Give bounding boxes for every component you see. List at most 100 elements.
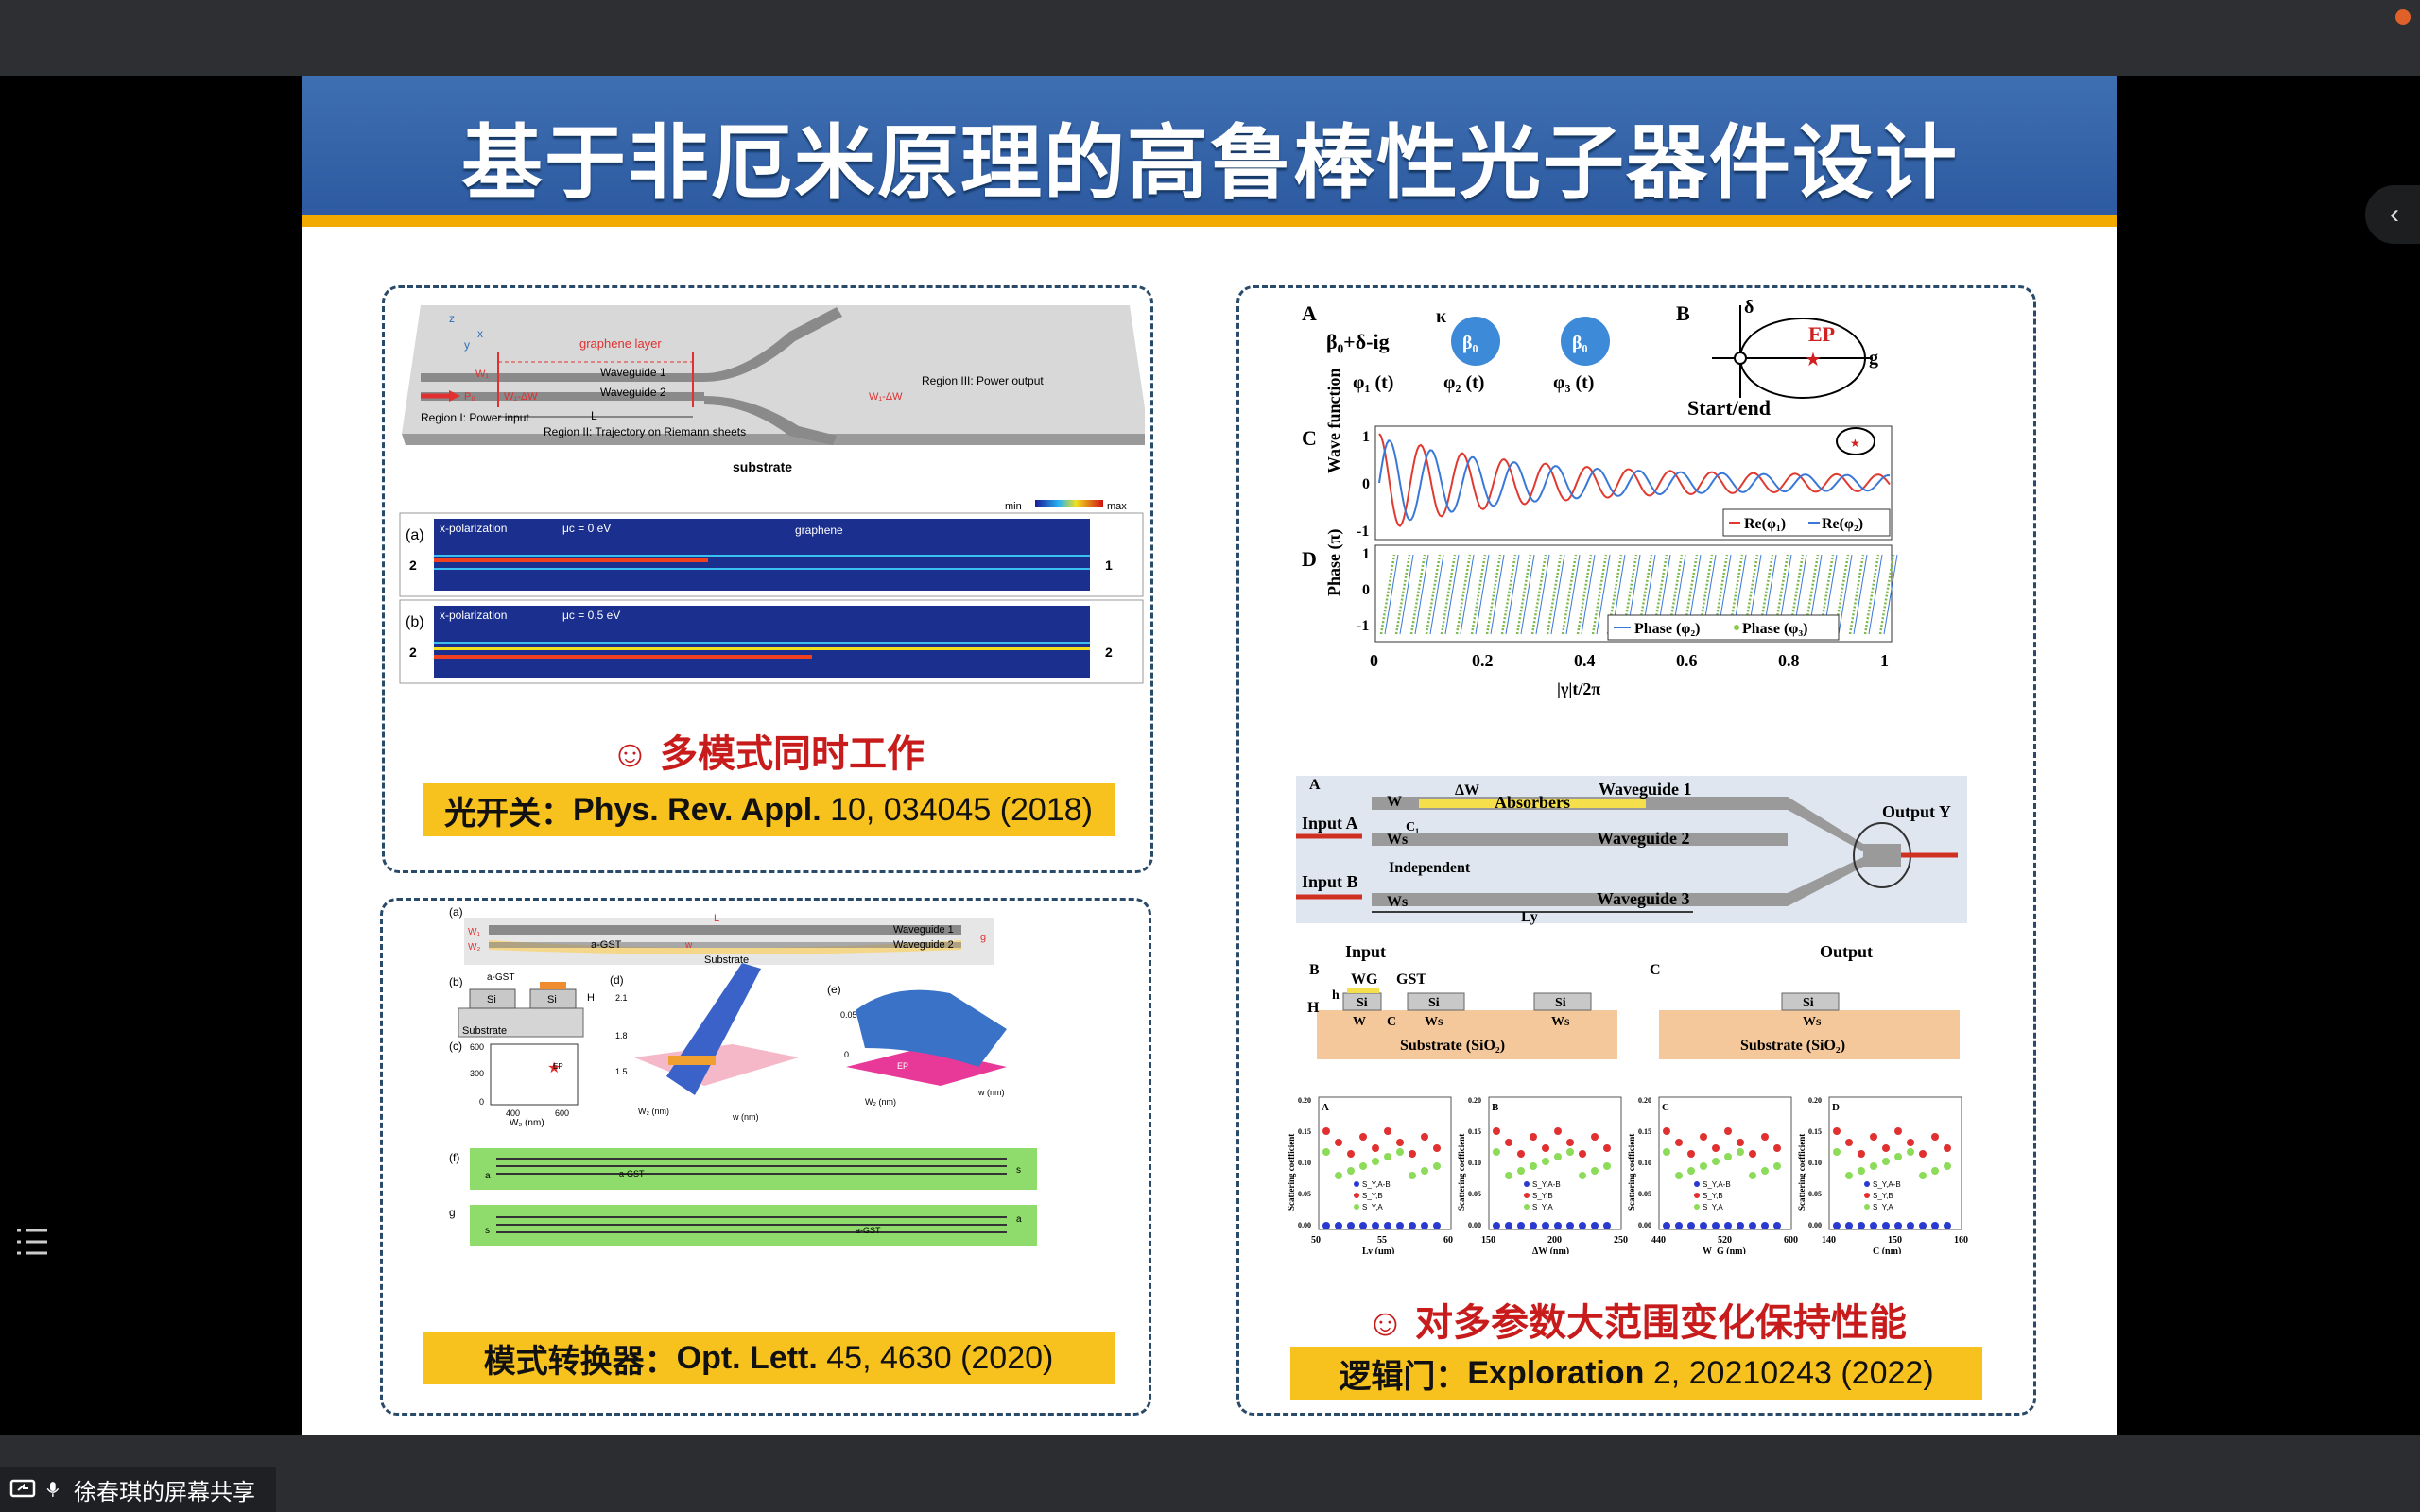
logic-gate-structure-figure: A W ΔW C₁ Ws Ws Absorbers Waveguide 1 Wa…	[1296, 776, 1967, 1059]
scatter-legend-label: S_Y,A-B	[1873, 1180, 1901, 1189]
scatter-y-tick: 0.15	[1468, 1127, 1481, 1136]
meeting-bottom-bar	[0, 1435, 2420, 1512]
bl-f-mode-a: a	[485, 1171, 491, 1181]
microphone-icon	[46, 1482, 60, 1497]
scatter-point-sb	[1603, 1144, 1611, 1152]
site3-label: β₀	[1572, 333, 1588, 353]
scatter-point-sa	[1931, 1167, 1939, 1175]
colorbar-min-label: min	[1005, 501, 1022, 512]
bl-c-x400: 400	[506, 1108, 520, 1118]
bl-h-label: H	[587, 992, 595, 1004]
ly-label: Ly	[1521, 909, 1538, 925]
scatter-point-sab	[1359, 1222, 1367, 1229]
scatter-point-sa	[1530, 1162, 1537, 1170]
delta-label: δ	[1744, 297, 1754, 318]
phase-trace	[1535, 554, 1550, 635]
scatter-point-sab	[1396, 1222, 1404, 1229]
wf-legend-2: Re(φ₂)	[1822, 516, 1863, 532]
wf-legend-1: Re(φ₁)	[1744, 516, 1786, 532]
scatter-point-sb	[1749, 1150, 1756, 1158]
scatter-point-sa	[1591, 1167, 1599, 1175]
scatter-point-sab	[1944, 1222, 1951, 1229]
scatter-point-sab	[1542, 1222, 1549, 1229]
scatter-point-sa	[1603, 1162, 1611, 1170]
list-icon[interactable]	[13, 1225, 51, 1259]
scatter-x-tick: 250	[1614, 1235, 1628, 1246]
scatter-x-tick: 60	[1443, 1235, 1453, 1246]
scatter-point-sab	[1737, 1222, 1744, 1229]
bl-g-mode-a: a	[1016, 1214, 1022, 1225]
phase-trace	[1440, 554, 1457, 635]
region3-label: Region III: Power output	[922, 374, 1044, 387]
chevron-left-icon: ‹	[2390, 198, 2399, 230]
phase-trace	[1576, 554, 1593, 635]
ep-star-icon: ★	[1805, 350, 1822, 370]
caption-ref: 45, 4630 (2020)	[817, 1339, 1054, 1376]
scatter-point-sa	[1761, 1167, 1769, 1175]
caption-ref: 2, 20210243 (2022)	[1644, 1354, 1934, 1391]
scatter-y-tick: 0.15	[1808, 1127, 1822, 1136]
mid-w-b-label: W	[1353, 1015, 1366, 1029]
time-xlabel: |γ|t/2π	[1557, 679, 1600, 698]
scatter-point-sab	[1894, 1222, 1902, 1229]
scatter-legend-marker	[1354, 1204, 1359, 1210]
scatter-point-sb	[1347, 1150, 1355, 1158]
recording-indicator-icon	[2395, 9, 2411, 25]
scatter-legend-marker	[1864, 1181, 1870, 1187]
mid-wg3-label: Waveguide 3	[1597, 889, 1690, 908]
ph-y1: 1	[1362, 546, 1370, 562]
mid-ws2-label: Ws	[1387, 894, 1408, 910]
bl-e-label: (e)	[827, 983, 841, 996]
scatter-point-sab	[1335, 1222, 1342, 1229]
wf-ylabel: Wave function	[1324, 368, 1343, 473]
phase-trace	[1425, 554, 1442, 635]
screen-share-label: 徐春琪的屏幕共享	[74, 1479, 255, 1505]
scatter-point-sb	[1505, 1139, 1512, 1146]
scatter-legend-label: S_Y,A-B	[1532, 1180, 1561, 1189]
length-l-label: L	[591, 409, 597, 422]
graphene-layer-label: graphene layer	[579, 336, 662, 351]
scatter-point-sa	[1858, 1167, 1865, 1175]
scatter-point-sa	[1421, 1167, 1428, 1175]
scatter-legend-label: S_Y,B	[1703, 1192, 1723, 1200]
scatter-point-sa	[1773, 1162, 1781, 1170]
caption-ref: 10, 034045 (2018)	[821, 791, 1093, 828]
region2-label: Region II: Trajectory on Riemann sheets	[544, 425, 746, 438]
scatter-ylabel: Scattering coefficient	[1627, 1134, 1636, 1211]
bl-g-label: g	[980, 932, 986, 943]
mid-ws-b-label: Ws	[1425, 1015, 1443, 1029]
scatter-x-tick: 55	[1377, 1235, 1387, 1246]
phase-trace	[1455, 554, 1472, 635]
axis-y-label: y	[464, 338, 470, 352]
scatter-frame	[1488, 1096, 1622, 1230]
scatter-legend-marker	[1524, 1193, 1530, 1198]
scatter-point-sab	[1493, 1222, 1500, 1229]
x-tick-label: 0.6	[1676, 651, 1698, 670]
scatter-ylabel: Scattering coefficient	[1287, 1134, 1296, 1211]
mid-si-c-label: Si	[1803, 996, 1814, 1010]
scatter-xlabel: Ly (μm)	[1362, 1246, 1394, 1254]
scatter-point-sb	[1396, 1139, 1404, 1146]
caption-journal: Exploration	[1467, 1354, 1645, 1391]
mid-a-label: A	[1309, 777, 1321, 793]
side-panel-toggle-button[interactable]: ‹	[2365, 185, 2420, 244]
wf-ym1: -1	[1357, 524, 1369, 540]
scatter-point-sa	[1737, 1148, 1744, 1156]
scatter-y-tick: 0.20	[1808, 1096, 1822, 1105]
scatter-panel-label: D	[1832, 1102, 1840, 1113]
mid-w-label: W	[1387, 794, 1402, 810]
bl-substrate-b-label: Substrate	[462, 1025, 507, 1037]
scatter-point-sb	[1700, 1133, 1707, 1141]
phase-trace	[1485, 554, 1502, 635]
x-tick-label: 1	[1880, 651, 1889, 670]
scatter-point-sab	[1724, 1222, 1732, 1229]
bl-g-mode-s: s	[485, 1226, 490, 1236]
scatter-point-sa	[1359, 1162, 1367, 1170]
bl-c-y300: 300	[470, 1069, 484, 1078]
top-bar	[0, 0, 2420, 76]
screen-share-indicator[interactable]: 徐春琪的屏幕共享	[0, 1467, 276, 1512]
scatter-legend-marker	[1524, 1204, 1530, 1210]
scatter-point-sab	[1749, 1222, 1756, 1229]
scatter-point-sab	[1409, 1222, 1416, 1229]
fig-c-label: C	[1302, 426, 1317, 450]
